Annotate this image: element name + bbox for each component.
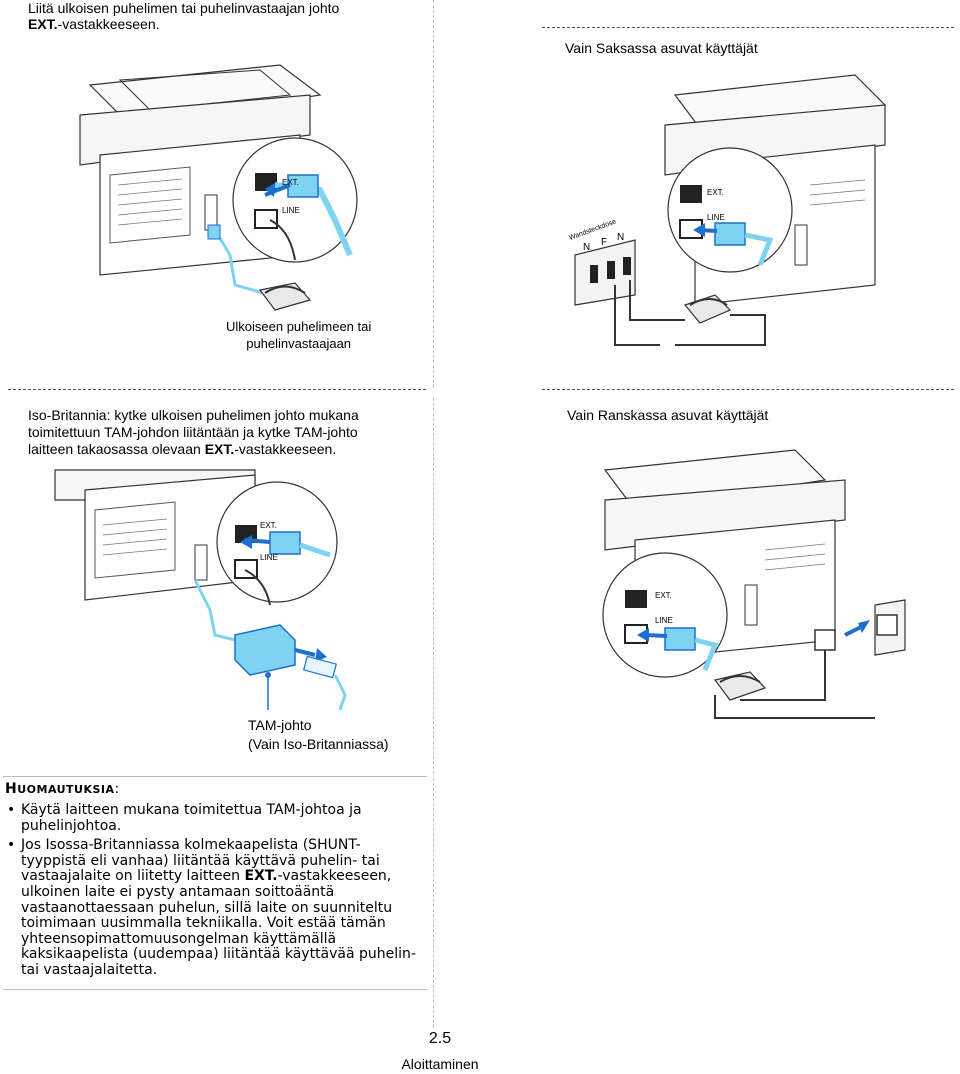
uk-line-3-end: -vastakkeeseen. <box>234 441 337 457</box>
port-ext-label-2: EXT. <box>707 188 724 197</box>
port-ext-label-1: EXT. <box>282 178 299 187</box>
page-number: 2.5 <box>428 1030 452 1047</box>
france-title: Vain Ranskassa asuvat käyttäjät <box>567 407 769 423</box>
center-divider-top <box>433 0 434 388</box>
notes-title: HUOMAUTUKSIA: <box>5 781 425 797</box>
section-divider-left <box>8 389 426 390</box>
tam-caption: TAM-johto (Vain Iso-Britanniassa) <box>248 716 389 754</box>
uk-line-3-start: laitteen takaosassa olevaan <box>28 441 205 457</box>
socket-letter-1: N <box>583 242 590 253</box>
uk-line-2: toimitettuun TAM-johdon liitäntään ja ky… <box>28 424 358 440</box>
notes-title-big: H <box>5 781 18 797</box>
germany-title: Vain Saksassa asuvat käyttäjät <box>565 40 758 56</box>
center-divider-mid <box>433 398 434 774</box>
notes-box: HUOMAUTUKSIA: Käytä laitteen mukana toim… <box>3 776 427 990</box>
intro-text: Liitä ulkoisen puhelimen tai puhelinvast… <box>28 0 408 32</box>
port-ext-label-3: EXT. <box>260 521 277 530</box>
socket-label: Wandsteckdose <box>568 218 617 242</box>
diagram-germany: Wandsteckdose N F N EXT. LINE <box>568 74 887 346</box>
note-item-2-start: Jos Isossa-Britanniassa kolmekaapelista … <box>21 837 380 885</box>
socket-letter-2: F <box>601 237 607 248</box>
uk-ext-label: EXT. <box>204 441 235 457</box>
intro-line-2: EXT.-vastakkeeseen. <box>28 16 408 32</box>
note-item-2-end: -vastakkeeseen, ulkoinen laite ei pysty … <box>21 868 416 978</box>
external-caption-line-1: Ulkoiseen puhelimeen tai <box>226 319 372 334</box>
port-ext-label-4: EXT. <box>655 591 672 600</box>
socket-letter-3: N <box>617 232 624 243</box>
uk-instructions: Iso-Britannia: kytke ulkoisen puhelimen … <box>28 407 428 458</box>
port-line-label-1: LINE <box>282 206 300 215</box>
port-line-label-3: LINE <box>260 553 278 562</box>
notes-title-colon: : <box>114 781 120 797</box>
diagram-uk: EXT. LINE <box>54 469 347 711</box>
diagram-external-phone: EXT. LINE <box>79 64 358 311</box>
port-line-label-2: LINE <box>707 213 725 222</box>
external-caption: Ulkoiseen puhelimeen tai puhelinvastaaja… <box>226 318 371 352</box>
intro-ext-label: EXT. <box>28 16 58 32</box>
uk-line-3: laitteen takaosassa olevaan EXT.-vastakk… <box>28 441 428 458</box>
tam-caption-line-2: (Vain Iso-Britanniassa) <box>248 736 389 752</box>
intro-line-2-rest: -vastakkeeseen. <box>57 16 160 32</box>
center-divider-bottom <box>433 778 434 1028</box>
germany-divider <box>542 27 954 28</box>
note-item: Käytä laitteen mukana toimitettua TAM-jo… <box>5 802 425 834</box>
note-item: Jos Isossa-Britanniassa kolmekaapelista … <box>5 837 425 978</box>
notes-title-small: UOMAUTUKSIA <box>17 783 115 796</box>
uk-line-1: Iso-Britannia: kytke ulkoisen puhelimen … <box>28 407 359 423</box>
section-divider-right <box>542 389 954 390</box>
intro-line-1: Liitä ulkoisen puhelimen tai puhelinvast… <box>28 0 340 16</box>
footer-section: Aloittaminen <box>401 1056 479 1072</box>
notes-list: Käytä laitteen mukana toimitettua TAM-jo… <box>5 802 425 979</box>
port-line-label-4: LINE <box>655 616 673 625</box>
note-item-2-ext: EXT. <box>244 868 278 885</box>
diagram-france: EXT. LINE <box>602 449 906 719</box>
tam-caption-line-1: TAM-johto <box>248 717 312 733</box>
external-caption-line-2: puhelinvastaajaan <box>246 336 352 351</box>
